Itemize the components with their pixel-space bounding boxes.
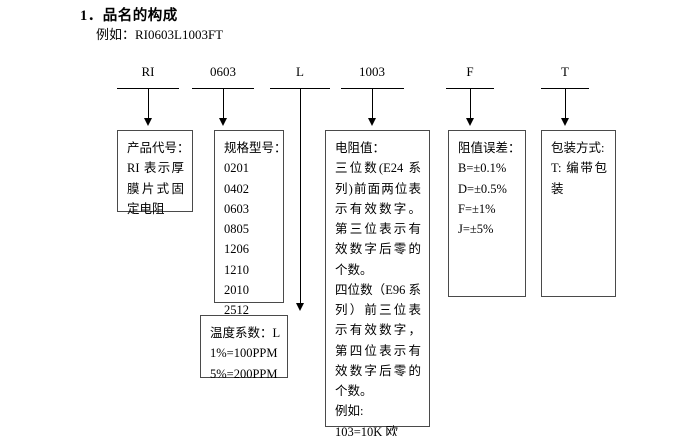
tolerance-item: F=±1% xyxy=(458,201,496,216)
size-model-item: 0402 xyxy=(224,181,249,196)
size-model-item: 0805 xyxy=(224,222,249,236)
box-resistance-value-title: 电阻值： xyxy=(335,141,386,155)
tolerance-item: J=±5% xyxy=(458,222,494,236)
segment-label-product-code: RI xyxy=(141,64,155,79)
size-model-item: 0201 xyxy=(224,161,249,176)
box-product-code: 产品代号： RI 表示厚 膜片式固 定电阻 xyxy=(117,130,193,216)
segment-label-size-code: 0603 xyxy=(210,64,236,79)
temperature-coefficient-item: 1%=100PPM xyxy=(210,346,278,361)
box-temperature-coefficient-title: 温度系数：L xyxy=(210,326,281,340)
size-model-item: 2010 xyxy=(224,282,249,297)
size-model-item: 2512 xyxy=(224,303,249,317)
box-product-code-line-3: 定电阻 xyxy=(127,201,165,216)
resistance-e96-description: 四位数（E96 系列）前三位表示有效数字，第四位表示有效数字后零的个数。 xyxy=(335,282,421,398)
box-resistance-value: 电阻值： 三位数(E24 系列)前面两位表示有效数字。第三位表示有效数字后零的个… xyxy=(325,130,430,436)
segment-label-temp-coefficient-code: L xyxy=(296,64,304,79)
size-model-item: 1206 xyxy=(224,242,249,257)
box-tolerance-title: 阻值误差： xyxy=(458,141,521,155)
size-model-item: 0603 xyxy=(224,201,249,216)
size-model-item: 1210 xyxy=(224,262,249,277)
box-product-code-line-1: RI 表示厚 xyxy=(127,161,184,176)
segment-label-packaging-code: T xyxy=(561,64,569,79)
box-packaging: 包装方式: T: 编带包 装 xyxy=(541,130,616,297)
box-size-model: 规格型号： 0201 0402 0603 0805 1206 1210 2010… xyxy=(214,130,287,317)
box-product-code-title: 产品代号： xyxy=(127,141,190,155)
segment-label-resistance-code: 1003 xyxy=(359,64,385,79)
resistance-e24-description: 三位数(E24 系列)前面两位表示有效数字。第三位表示有效数字后零的个数。 xyxy=(335,161,421,277)
box-packaging-title: 包装方式: xyxy=(551,141,605,155)
box-packaging-line-1: T: 编带包 xyxy=(551,161,607,176)
resistance-example-item: 103=10K 欧 xyxy=(335,424,398,436)
box-packaging-line-2: 装 xyxy=(551,181,564,196)
tolerance-item: B=±0.1% xyxy=(458,161,507,176)
segment-label-tolerance-code: F xyxy=(466,64,474,79)
box-size-model-title: 规格型号： xyxy=(224,141,287,155)
tolerance-item: D=±0.5% xyxy=(458,181,507,196)
box-product-code-line-2: 膜片式固 xyxy=(127,181,184,196)
box-temperature-coefficient: 温度系数：L 1%=100PPM 5%=200PPM xyxy=(200,315,288,381)
temperature-coefficient-item: 5%=200PPM xyxy=(210,366,278,381)
box-tolerance: 阻值误差： B=±0.1% D=±0.5% F=±1% J=±5% xyxy=(448,130,526,297)
example-part-number: 例如：RI0603L1003FT xyxy=(96,27,224,42)
page-title: 1．品名的构成 xyxy=(80,8,178,24)
resistance-example-label: 例如: xyxy=(335,404,364,419)
